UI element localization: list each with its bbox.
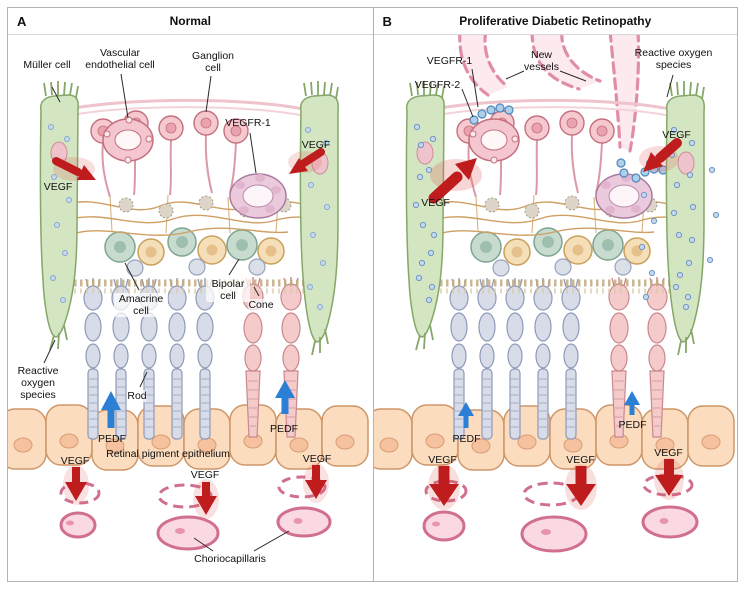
label-ganglion-cell: Ganglion cell	[191, 50, 235, 75]
panel-b-body: VEGFR-1 VEGFR-2 New vessels Reactive oxy…	[373, 35, 738, 580]
inner-nuclear-layer	[104, 227, 285, 277]
figure-frame: A Normal	[7, 7, 738, 582]
label-vegf-right: VEGF	[301, 139, 331, 151]
label-pedf-right: PEDF	[269, 423, 299, 435]
capillary-vessel	[102, 116, 154, 164]
label-vegfr1: VEGFR-1	[225, 117, 271, 129]
label-vegf-bottom-right: VEGF	[302, 453, 332, 465]
panel-title-normal: Normal	[169, 14, 211, 28]
panel-title-pdr: Proliferative Diabetic Retinopathy	[459, 14, 652, 28]
panel-proliferative-diabetic-retinopathy: B Proliferative Diabetic Retinopathy	[372, 8, 738, 581]
capillary-vessel	[467, 118, 520, 164]
leader-lines	[461, 68, 673, 118]
panel-normal: A Normal	[8, 8, 373, 581]
label-bipolar-cell: Bipolar cell	[206, 278, 250, 303]
label-mueller-cell: Müller cell	[23, 59, 71, 71]
panel-a-header: A Normal	[8, 8, 373, 35]
label-vegfr2: VEGFR-2	[414, 79, 461, 91]
label-cone: Cone	[248, 299, 274, 312]
vegf-arrows-top	[428, 138, 682, 204]
label-vegf-bottom-mid: VEGF	[190, 469, 220, 481]
inner-nuclear-layer	[469, 227, 651, 277]
mueller-cell-left	[39, 81, 79, 351]
retina-illustration-pdr	[373, 35, 735, 553]
new-vessels	[457, 35, 640, 153]
label-retinal-pigment-epithelium: Retinal pigment epithelium	[106, 448, 230, 460]
choriocapillaris-vessels	[59, 475, 332, 551]
label-vegf-left: VEGF	[43, 181, 73, 193]
label-new-vessels: New vessels	[523, 49, 559, 74]
panel-a-body: Müller cell Vascular endothelial cell Ga…	[8, 35, 373, 580]
mueller-cell-left	[405, 81, 445, 351]
label-vegf-bottom-mid: VEGF	[566, 454, 595, 466]
deep-capillary-vessel	[594, 173, 653, 219]
label-vegf-right: VEGF	[662, 129, 691, 141]
retina-illustration-normal	[8, 73, 369, 552]
pedf-arrows	[101, 380, 295, 428]
leader-lines	[43, 73, 290, 552]
label-rod: Rod	[127, 390, 147, 403]
vegf-arrows-bottom	[63, 463, 329, 519]
mueller-cell-right	[665, 81, 705, 356]
ganglion-layer	[62, 98, 314, 198]
label-vegf-left: VEGF	[421, 197, 450, 209]
label-reactive-oxygen-species: Reactive oxygen species	[634, 47, 713, 72]
vegf-arrows-bottom	[427, 458, 684, 510]
label-vascular-endothelial-cell: Vascular endothelial cell	[85, 47, 155, 72]
vegf-arrows-top	[52, 148, 325, 181]
label-reactive-oxygen-species: Reactive oxygen species	[17, 365, 59, 402]
pedf-arrows	[457, 391, 640, 428]
panel-b-header: B Proliferative Diabetic Retinopathy	[373, 8, 737, 35]
label-vegfr1: VEGFR-1	[426, 55, 473, 67]
label-amacrine-cell: Amacrine cell	[114, 293, 168, 318]
label-vegf-bottom-right: VEGF	[654, 447, 683, 459]
panel-letter-a: A	[17, 14, 27, 29]
deep-capillary-vessel	[229, 173, 287, 219]
label-choriocapillaris: Choriocapillaris	[194, 553, 266, 565]
label-pedf-left: PEDF	[97, 433, 127, 445]
label-pedf-right: PEDF	[618, 419, 647, 431]
mueller-cell-right	[299, 81, 339, 356]
panel-letter-b: B	[382, 14, 392, 29]
label-vegf-bottom-left: VEGF	[428, 454, 457, 466]
label-vegf-bottom-left: VEGF	[60, 455, 90, 467]
plexiform-layer	[431, 194, 680, 236]
label-pedf-left: PEDF	[452, 433, 481, 445]
